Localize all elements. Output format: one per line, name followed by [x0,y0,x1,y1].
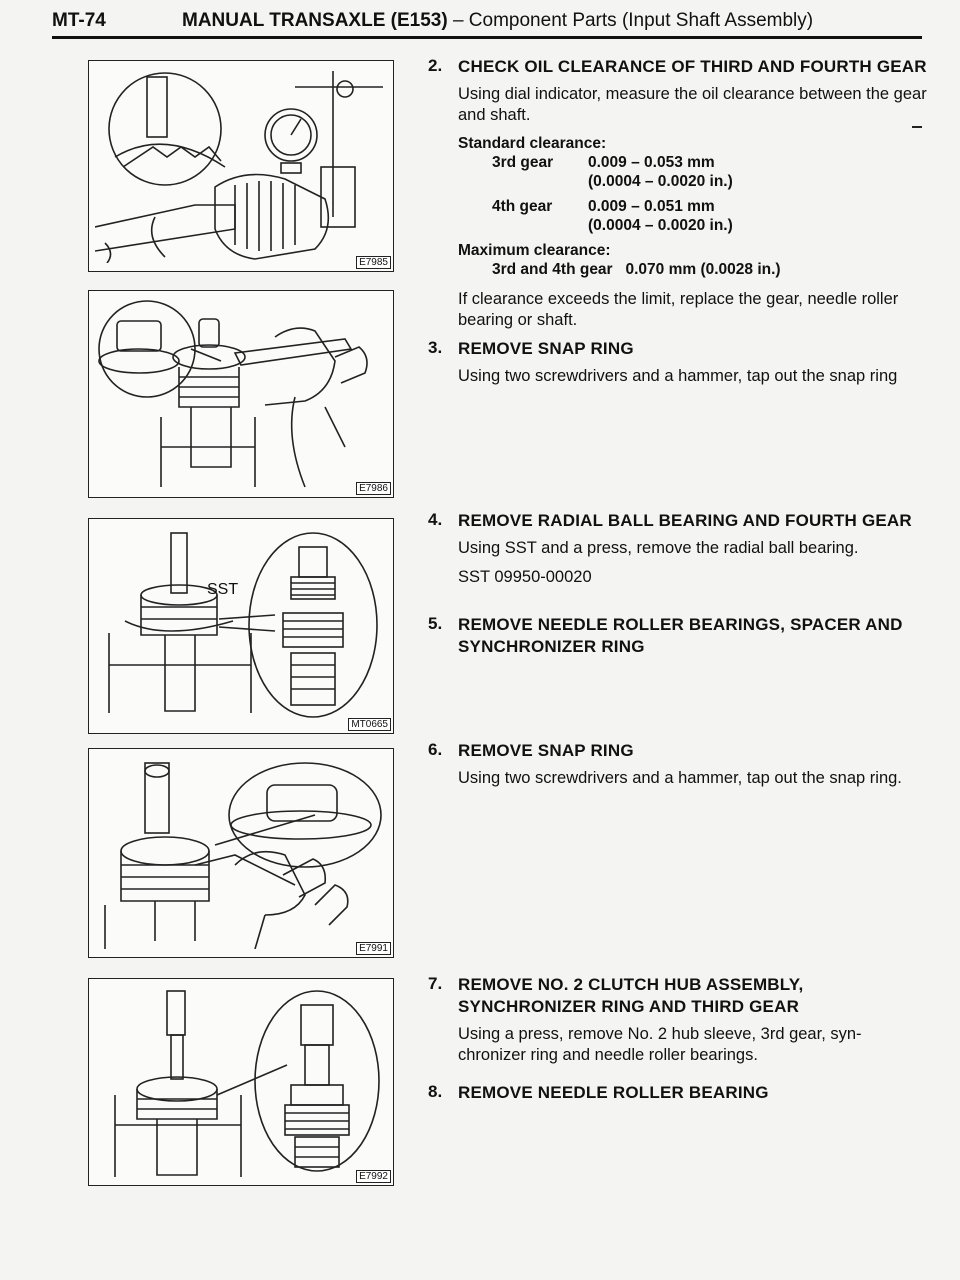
margin-mark [912,126,922,128]
figure-clutch-hub-press: E7992 [88,978,394,1186]
step-heading: CHECK OIL CLEARANCE OF THIRD AND FOURTH … [458,57,927,76]
figure-dial-indicator: E7985 [88,60,394,272]
header-rule [52,36,922,39]
figure-id: E7991 [356,942,391,955]
standard-clearance-label: Standard clearance: [458,135,607,152]
spec-label: 3rd gear [492,154,554,171]
maximum-clearance-value: 3rd and 4th gear 0.070 mm (0.0028 in.) [492,261,781,278]
clearance-spec: Standard clearance: 3rd gear 0.009 – 0.0… [458,134,928,279]
spec-value: 0.009 – 0.053 mm [588,154,715,171]
title-subsection: – Component Parts (Input Shaft Assembly) [447,10,814,31]
spec-value: 0.009 – 0.051 mm [588,198,715,215]
maximum-clearance-label: Maximum clearance: [458,242,611,259]
step-heading: REMOVE NEEDLE ROLLER BEARING [458,1083,769,1102]
step-number: 5. [428,614,443,633]
figure-id: MT0665 [348,718,391,731]
step-body: Using two screwdrivers and a hammer, tap… [458,367,898,385]
step-number: 3. [428,338,443,357]
step-heading: REMOVE SNAP RING [458,741,634,760]
step-body: Using two screwdrivers and a hammer, tap… [458,769,902,787]
step-number: 4. [428,510,443,529]
step-heading: REMOVE SNAP RING [458,339,634,358]
step-number: 2. [428,56,443,75]
title-section: MANUAL TRANSAXLE (E153) [182,10,448,31]
step-body: Using dial indicator, measure the oil cl… [458,85,927,124]
spec-row-4th: 4th gear 0.009 – 0.051 mm [458,197,928,216]
step-body: Using a press, remove No. 2 hub sleeve, … [458,1025,862,1064]
step-7: 7. REMOVE NO. 2 CLUTCH HUB ASSEMBLY, SYN… [428,974,928,1066]
figure-id: E7992 [356,1170,391,1183]
dial-indicator-illustration [95,71,383,263]
figure-snap-ring-removal-2: E7991 [88,748,394,958]
step-2: 2. CHECK OIL CLEARANCE OF THIRD AND FOUR… [428,56,928,331]
figure-sst-press: SST MT0665 [88,518,394,734]
page-header: MT-74 MANUAL TRANSAXLE (E153) – Componen… [52,10,922,40]
figure-id: E7985 [356,256,391,269]
step-4: 4. REMOVE RADIAL BALL BEARING AND FOURTH… [428,510,928,588]
spec-value-inch: (0.0004 – 0.0020 in.) [588,217,733,234]
step-heading: REMOVE NEEDLE ROLLER BEARINGS, SPACER AN… [458,615,903,656]
snap-ring-illustration-2 [104,762,382,949]
page-code: MT-74 [52,10,106,31]
snap-ring-illustration [98,300,368,488]
step-heading: REMOVE RADIAL BALL BEARING AND FOURTH GE… [458,511,912,530]
step-number: 6. [428,740,443,759]
step-body: Using SST and a press, remove the radial… [458,539,859,557]
sst-label: SST [207,581,239,598]
step-note: If clearance exceeds the limit, replace … [458,290,899,329]
step-5: 5. REMOVE NEEDLE ROLLER BEARINGS, SPACER… [428,614,928,658]
step-8: 8. REMOVE NEEDLE ROLLER BEARING [428,1082,928,1104]
clutch-hub-press-illustration [114,990,380,1177]
step-3: 3. REMOVE SNAP RING Using two screwdrive… [428,338,928,387]
spec-row-3rd: 3rd gear 0.009 – 0.053 mm [458,153,928,172]
figure-id: E7986 [356,482,391,495]
page-title: MANUAL TRANSAXLE (E153) – Component Part… [182,10,813,32]
step-6: 6. REMOVE SNAP RING Using two screwdrive… [428,740,928,789]
spec-label: 4th gear [492,198,553,215]
sst-number: SST 09950-00020 [458,568,592,586]
step-number: 8. [428,1082,443,1101]
sst-press-illustration [108,532,378,718]
step-heading: REMOVE NO. 2 CLUTCH HUB ASSEMBLY, SYNCHR… [458,975,804,1016]
step-number: 7. [428,974,443,993]
spec-value-inch: (0.0004 – 0.0020 in.) [588,173,733,190]
figure-snap-ring-removal: E7986 [88,290,394,498]
